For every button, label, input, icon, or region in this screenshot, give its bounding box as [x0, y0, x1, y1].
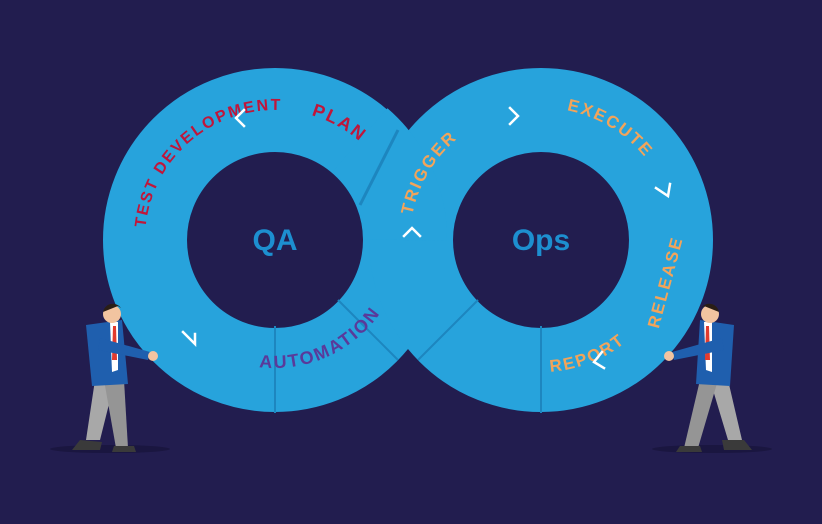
ops-center-label: Ops: [512, 224, 570, 257]
chevron-arrow-icon: [654, 182, 672, 199]
ground-shadow: [50, 445, 170, 453]
businessman-pushing-icon: [72, 303, 158, 452]
chevron-arrow-icon: [234, 108, 246, 128]
chevron-arrow-icon: [402, 226, 422, 238]
qa-ring-segment-divider: [337, 299, 399, 361]
infinity-crossing-shadow: [358, 129, 400, 206]
businessman-pushing-icon: [664, 303, 752, 452]
ops-ring-segment-divider: [417, 299, 479, 361]
chevron-arrow-icon: [181, 330, 197, 348]
infinity-crossing: [331, 108, 447, 241]
chevron-arrow-icon: [508, 106, 520, 126]
qa-center-label: QA: [253, 224, 298, 257]
ops-loop: [369, 68, 713, 413]
chevron-arrow-icon: [592, 350, 606, 370]
ground-shadow: [652, 445, 772, 453]
